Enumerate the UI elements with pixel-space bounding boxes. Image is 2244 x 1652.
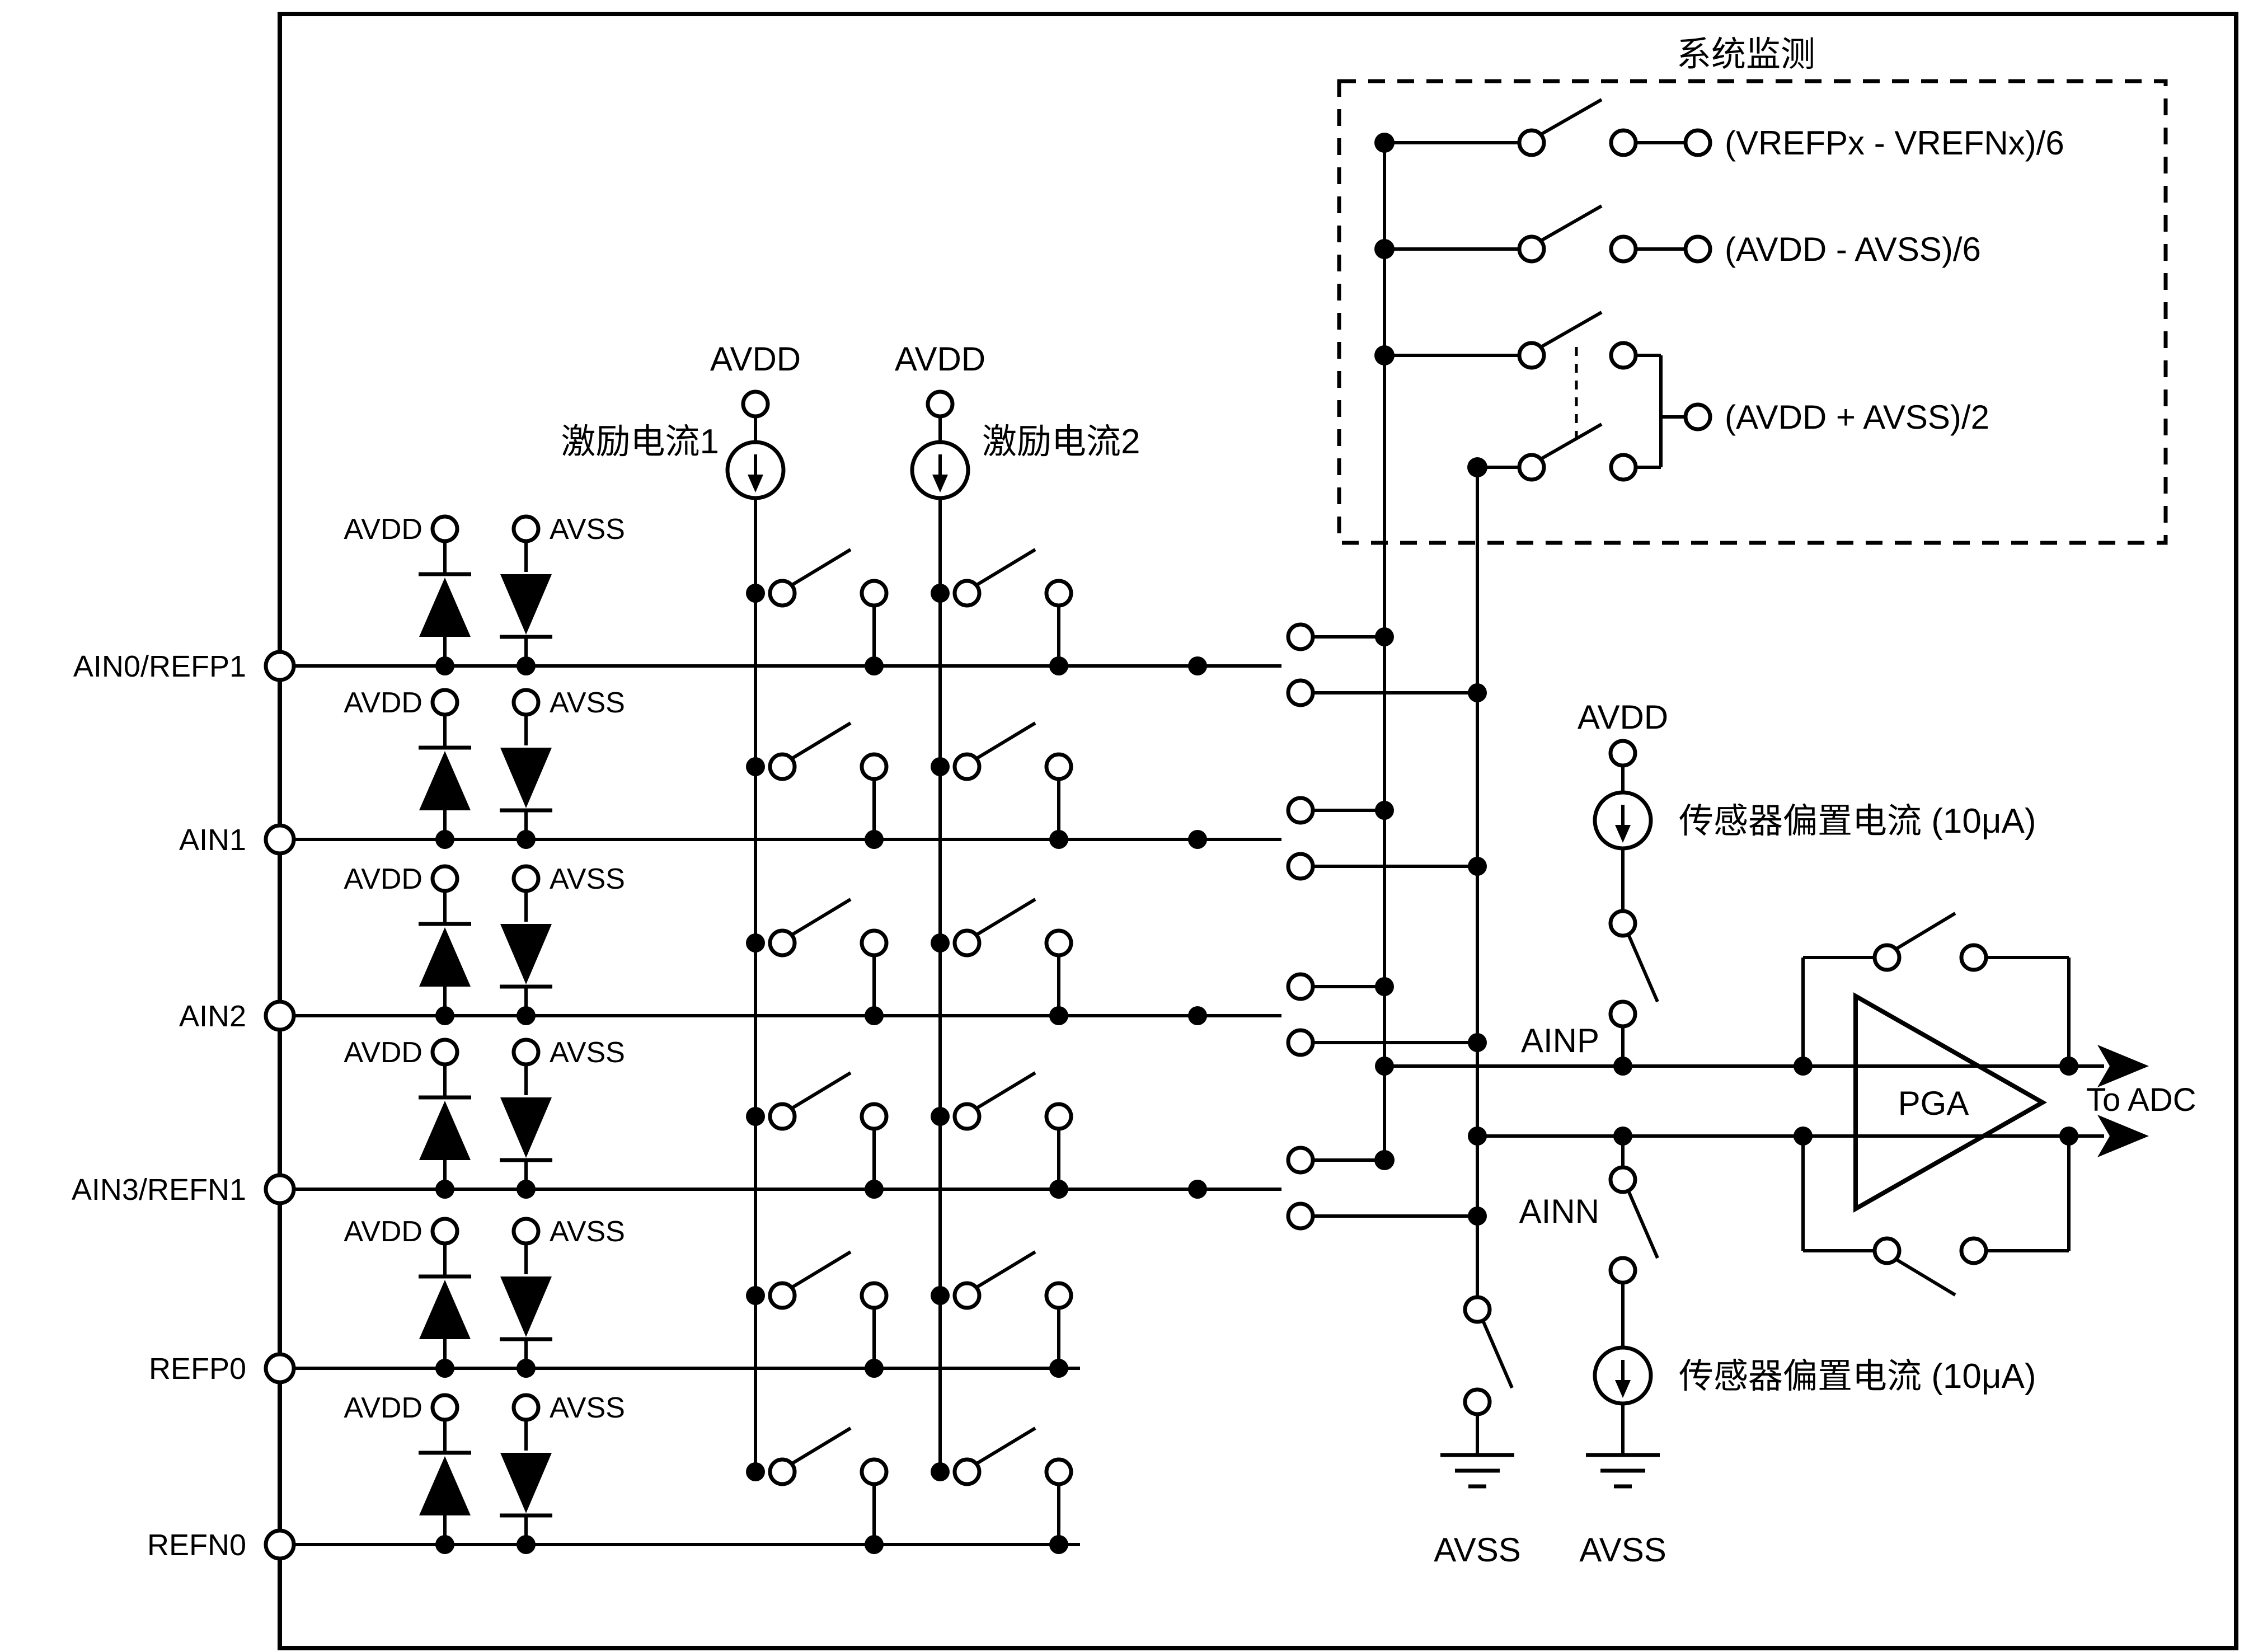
switch-blade-icon xyxy=(1627,933,1659,1003)
monitor-row-avdd-avss: (AVDD - AVSS)/6 xyxy=(1394,204,1981,268)
mux-contact xyxy=(1286,796,1315,825)
row-ain3-refn1: AIN3/REFN1 xyxy=(72,1036,1477,1231)
ainn-label: AINN xyxy=(1519,1193,1599,1230)
switch-contact xyxy=(1517,234,1546,264)
switch-contact xyxy=(1463,1295,1492,1324)
arrow-right-icon xyxy=(2097,1045,2149,1087)
avdd-terminal xyxy=(741,389,770,419)
monitor-row-midsupply: (AVDD + AVSS)/2 xyxy=(1394,311,1989,482)
system-monitor-title: 系统监测 xyxy=(1677,35,1815,74)
switch-blade-icon xyxy=(1539,204,1603,243)
switch-contact xyxy=(1609,128,1638,157)
arrow-right-icon xyxy=(2097,1115,2149,1157)
excitation-current-2-label: 激励电流2 xyxy=(982,423,1140,461)
system-monitor-box xyxy=(1337,79,2168,545)
ainn-bus xyxy=(1467,457,1487,1297)
monitor-output-terminal xyxy=(1683,402,1712,431)
row-ain2: AIN2 xyxy=(179,863,1477,1057)
monitor-output-label: (AVDD + AVSS)/2 xyxy=(1725,398,1989,436)
pin-terminal xyxy=(264,1528,296,1561)
sensor-bias-label: 传感器偏置电流 (10μA) xyxy=(1679,1357,2036,1396)
switch-blade-icon xyxy=(1481,1320,1514,1389)
mux-contact xyxy=(1286,972,1315,1001)
switch-contact xyxy=(1608,1165,1637,1194)
avdd-label: AVDD xyxy=(1578,698,1668,736)
ainp-label: AINP xyxy=(1521,1022,1599,1059)
mux-contact xyxy=(1286,678,1315,707)
row-refp0: REFP0 xyxy=(149,1215,1080,1386)
pin-terminal xyxy=(264,823,296,856)
ainp-line: AINP xyxy=(1384,1022,2149,1087)
mux-contact xyxy=(1286,1146,1315,1175)
excitation-current-1-label: 激励电流1 xyxy=(561,423,719,461)
pga-bypass-bottom xyxy=(1801,1136,2071,1297)
switch-blade-icon xyxy=(1894,1257,1956,1297)
mux-contact xyxy=(1286,622,1315,651)
pga-block: PGA To ADC xyxy=(1801,912,2196,1297)
sensor-bias-source-bottom: AVSS 传感器偏置电流 (10μA) xyxy=(1579,1136,2036,1569)
mux-contact xyxy=(1286,1202,1315,1231)
switch-contact xyxy=(1609,234,1638,264)
switch-blade-icon xyxy=(1539,98,1603,137)
pin-label: AIN0/REFP1 xyxy=(73,650,246,683)
switch-contact xyxy=(1872,943,1902,972)
ainp-bus xyxy=(1374,133,1395,1170)
avss-label: AVSS xyxy=(1579,1531,1666,1569)
switch-contact xyxy=(1517,341,1546,370)
switch-contact xyxy=(1517,128,1546,157)
switch-contact xyxy=(1463,1387,1492,1416)
switch-contact xyxy=(1609,453,1638,482)
excitation-source-2: AVDD 激励电流2 xyxy=(895,340,1140,1472)
pin-label: REFP0 xyxy=(149,1352,246,1386)
switch-contact xyxy=(1959,1236,1988,1265)
pin-label: REFN0 xyxy=(147,1528,246,1562)
monitor-output-terminal xyxy=(1683,128,1712,157)
avdd-terminal xyxy=(926,389,955,419)
monitor-output-label: (VREFPx - VREFNx)/6 xyxy=(1725,124,2064,162)
switch-contact xyxy=(1959,943,1988,972)
sensor-bias-source-top: AVDD 传感器偏置电流 (10μA) xyxy=(1578,698,2036,1066)
avss-label: AVSS xyxy=(1434,1531,1521,1569)
mux-contact xyxy=(1286,852,1315,881)
avss-ground-switch: AVSS xyxy=(1434,1295,1521,1569)
avdd-terminal xyxy=(1608,739,1637,768)
pin-label: AIN1 xyxy=(179,823,246,857)
sensor-bias-label: 传感器偏置电流 (10μA) xyxy=(1679,802,2036,841)
pga-label: PGA xyxy=(1898,1085,1969,1122)
switch-blade-icon xyxy=(1627,1190,1659,1259)
switch-contact xyxy=(1872,1236,1902,1265)
switch-contact xyxy=(1609,341,1638,370)
switch-contact xyxy=(1608,1256,1637,1285)
system-monitor-block: 系统监测 (VREFPx - VREFNx)/6 (AVDD - AVSS)/6 xyxy=(1337,35,2168,545)
pin-terminal xyxy=(264,650,296,682)
avdd-label: AVDD xyxy=(710,340,801,378)
pga-triangle-icon xyxy=(1853,992,2048,1213)
avdd-label: AVDD xyxy=(895,340,985,378)
row-refn0: REFN0 xyxy=(147,1392,1080,1562)
switch-blade-icon xyxy=(1539,423,1603,461)
switch-blade-icon xyxy=(1894,912,1956,951)
monitor-row-vref: (VREFPx - VREFNx)/6 xyxy=(1394,98,2064,162)
monitor-output-terminal xyxy=(1683,234,1712,264)
switch-contact xyxy=(1608,999,1637,1029)
ainn-line: AINN xyxy=(1477,1115,2149,1230)
switch-contact xyxy=(1517,453,1546,482)
pin-label: AIN3/REFN1 xyxy=(72,1173,246,1207)
monitor-output-label: (AVDD - AVSS)/6 xyxy=(1725,231,1981,268)
pga-bypass-top xyxy=(1801,912,2071,1066)
pin-terminal xyxy=(264,1352,296,1385)
pin-label: AIN2 xyxy=(179,999,246,1033)
excitation-source-1: AVDD 激励电流1 xyxy=(561,340,801,1472)
pin-terminal xyxy=(264,1173,296,1205)
row-ain0-refp1: AIN0/REFP1 xyxy=(73,513,1477,707)
mux-contact xyxy=(1286,1028,1315,1057)
switch-blade-icon xyxy=(1539,311,1603,349)
to-adc-label: To ADC xyxy=(2086,1082,2196,1118)
switch-contact xyxy=(1608,909,1637,938)
pin-terminal xyxy=(264,999,296,1032)
row-ain1: AIN1 xyxy=(179,687,1477,881)
